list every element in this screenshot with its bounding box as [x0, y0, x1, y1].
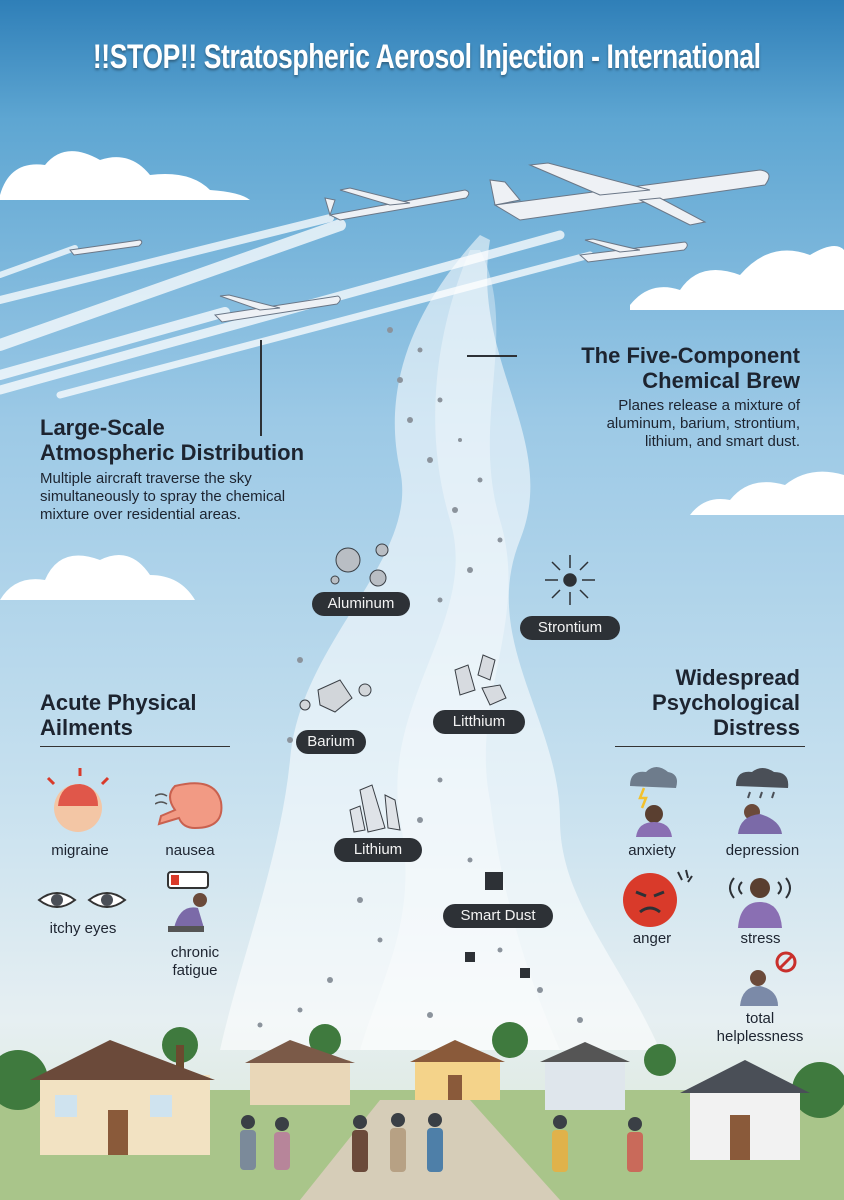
distribution-desc-line: Multiple aircraft traverse the sky — [40, 470, 252, 487]
distribution-desc-line: simultaneously to spray the chemical — [40, 488, 286, 505]
brew-description: Planes release a mixture of aluminum, ba… — [520, 397, 800, 451]
airplane-icon — [324, 187, 470, 221]
airplane-icon — [69, 239, 143, 256]
cloud-group — [0, 151, 844, 600]
anxiety-label: anxiety — [628, 842, 676, 859]
stress-icon — [729, 877, 791, 928]
strontium-label: Strontium — [520, 616, 620, 640]
helplessness-label-line: helplessness — [716, 1028, 804, 1045]
psychological-heading-line: Distress — [713, 715, 800, 740]
physical-heading-line: Acute Physical — [40, 690, 197, 715]
page-title: !!STOP!! Stratospheric Aerosol Injection… — [92, 38, 761, 76]
depression-icon — [736, 768, 789, 834]
helplessness-icon — [740, 951, 797, 1006]
brew-heading-line: The Five-Component — [581, 343, 800, 368]
distribution-desc-line: mixture over residential areas. — [40, 506, 241, 523]
brew-heading: The Five-Component Chemical Brew — [500, 343, 800, 393]
people-group — [240, 1113, 643, 1172]
distribution-heading: Large-Scale Atmospheric Distribution — [40, 415, 380, 465]
airplane-group — [69, 162, 770, 323]
house-icon — [30, 1040, 215, 1155]
nausea-icon — [155, 782, 223, 830]
helplessness-label: total helplessness — [700, 1010, 820, 1046]
psychological-divider — [615, 746, 805, 747]
brew-desc-line: lithium, and smart dust. — [644, 433, 800, 450]
house-icon — [540, 1042, 630, 1110]
barium-crystals — [299, 679, 372, 713]
house-icon — [410, 1040, 505, 1100]
callout-line — [467, 355, 517, 357]
litthium-label: Litthium — [433, 710, 525, 734]
lithium-crystals — [349, 784, 401, 833]
house-icon — [245, 1040, 355, 1105]
airplane-icon — [213, 294, 341, 323]
nausea-label: nausea — [165, 842, 215, 859]
psychological-heading-line: Psychological — [652, 690, 800, 715]
aerosol-plume — [220, 235, 660, 1050]
aluminum-particles — [330, 543, 389, 587]
smart-dust-label: Smart Dust — [443, 904, 553, 928]
distribution-heading-line: Large-Scale — [40, 415, 165, 440]
itchy-eyes-label: itchy eyes — [49, 920, 117, 937]
strontium-particles — [545, 555, 595, 605]
anxiety-icon — [630, 767, 677, 837]
itchy-eyes-icon — [37, 892, 127, 908]
aluminum-label: Aluminum — [312, 592, 410, 616]
town-scene — [0, 1022, 844, 1200]
house-icon — [680, 1060, 810, 1160]
anger-label: anger — [632, 930, 672, 947]
psychological-heading-line: Widespread — [675, 665, 800, 690]
chronic-fatigue-label-line: fatigue — [172, 962, 218, 979]
psychological-heading: Widespread Psychological Distress — [580, 665, 800, 740]
barium-label: Barium — [296, 730, 366, 754]
physical-heading: Acute Physical Ailments — [40, 690, 260, 740]
depression-label: depression — [725, 842, 800, 859]
litthium-crystals — [454, 654, 507, 706]
stress-label: stress — [740, 930, 781, 947]
migraine-label: migraine — [51, 842, 109, 859]
brew-desc-line: aluminum, barium, strontium, — [606, 415, 800, 432]
airplane-icon — [578, 238, 688, 263]
helplessness-label-line: total — [745, 1010, 775, 1027]
physical-heading-line: Ailments — [40, 715, 133, 740]
distribution-description: Multiple aircraft traverse the sky simul… — [40, 470, 380, 524]
airplane-icon — [489, 162, 770, 226]
callout-line — [260, 340, 262, 436]
migraine-icon — [46, 768, 110, 832]
chronic-fatigue-label: chronic fatigue — [150, 944, 240, 980]
distribution-heading-line: Atmospheric Distribution — [40, 440, 305, 465]
brew-heading-line: Chemical Brew — [642, 368, 800, 393]
lithium-label: Lithium — [334, 838, 422, 862]
smart-dust-chip — [465, 872, 530, 978]
brew-desc-line: Planes release a mixture of — [618, 397, 800, 414]
chronic-fatigue-label-line: chronic — [170, 944, 220, 961]
anger-icon — [623, 869, 693, 927]
physical-divider — [40, 746, 230, 747]
chronic-fatigue-icon — [167, 871, 209, 932]
